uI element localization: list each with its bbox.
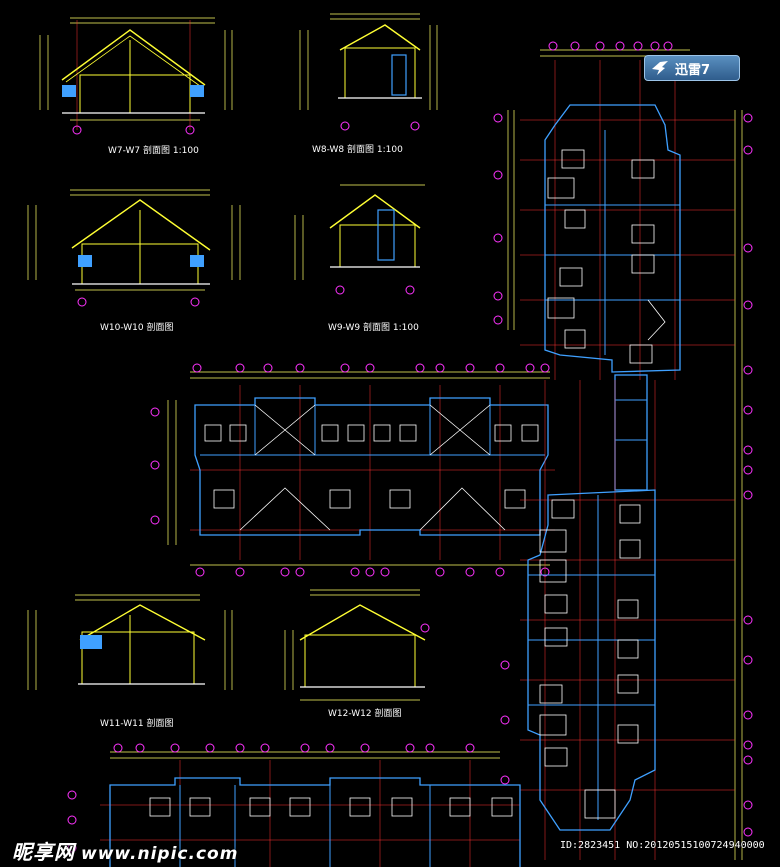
watermark-brand: 昵享网 bbox=[12, 840, 75, 864]
section-w11: W11-W11 剖面图 bbox=[27, 594, 233, 729]
thunder-badge[interactable]: 迅雷7 bbox=[644, 55, 740, 81]
thunder-bird-icon bbox=[652, 61, 668, 75]
section-w12: W12-W12 剖面图 bbox=[284, 589, 430, 719]
watermark-site: www.nipic.com bbox=[81, 844, 239, 864]
right-wing-lower bbox=[500, 374, 753, 860]
bottom-floor-plan bbox=[67, 743, 521, 867]
section-label-w10: W10-W10 剖面图 bbox=[100, 321, 173, 333]
section-w10: W10-W10 剖面图 bbox=[27, 189, 241, 333]
section-label-w7: W7-W7 剖面图 1:100 bbox=[108, 144, 199, 156]
thunder-badge-label: 迅雷7 bbox=[675, 62, 711, 78]
nipic-watermark: 昵享网 www.nipic.com bbox=[12, 836, 238, 865]
image-id-text: ID:2823451 NO:20120515100724940000 bbox=[560, 840, 765, 851]
middle-floor-plan bbox=[150, 363, 555, 577]
section-label-w12: W12-W12 剖面图 bbox=[328, 707, 401, 719]
section-label-w8: W8-W8 剖面图 1:100 bbox=[312, 143, 403, 155]
section-label-w11: W11-W11 剖面图 bbox=[100, 717, 173, 729]
section-w7: W7-W7 剖面图 1:100 bbox=[39, 17, 233, 156]
right-wing-upper bbox=[493, 41, 753, 860]
section-w8: W8-W8 剖面图 1:100 bbox=[299, 13, 438, 155]
section-w9: W9-W9 剖面图 1:100 bbox=[294, 184, 425, 333]
section-label-w9: W9-W9 剖面图 1:100 bbox=[328, 321, 419, 333]
